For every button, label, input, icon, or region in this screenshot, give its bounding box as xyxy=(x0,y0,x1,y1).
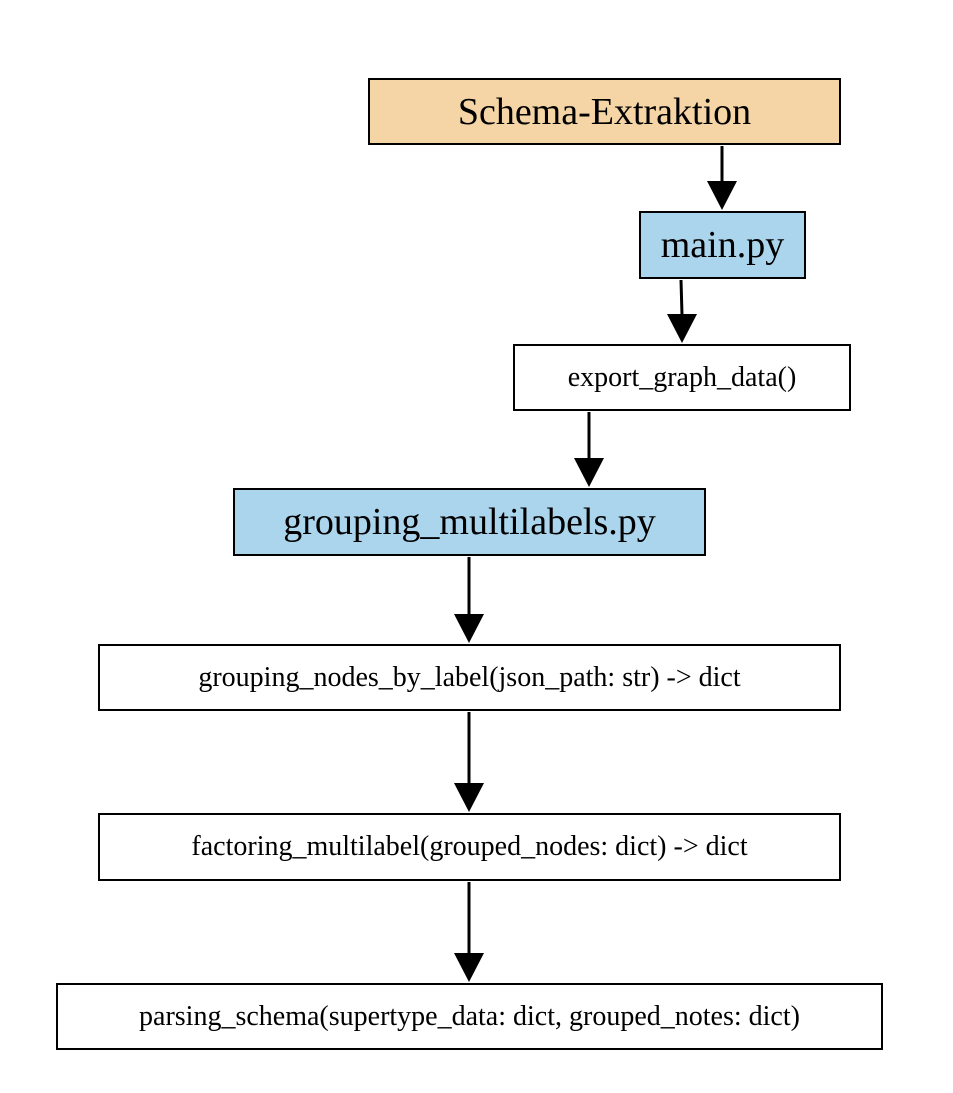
node-parsing-schema: parsing_schema(supertype_data: dict, gro… xyxy=(56,983,883,1050)
edge-grouping-nodes-to-factoring xyxy=(454,712,484,812)
node-grouping-multilabels-py: grouping_multilabels.py xyxy=(233,488,706,556)
edge-factoring-to-parsing xyxy=(454,882,484,982)
node-schema-extraktion: Schema-Extraktion xyxy=(368,78,841,145)
edge-export-to-grouping xyxy=(574,412,604,487)
node-main-py: main.py xyxy=(639,211,806,279)
node-grouping-nodes-by-label: grouping_nodes_by_label(json_path: str) … xyxy=(98,644,841,711)
edge-root-to-main xyxy=(707,146,737,210)
node-factoring-multilabel: factoring_multilabel(grouped_nodes: dict… xyxy=(98,813,841,881)
edge-main-to-export xyxy=(667,279,697,343)
node-export-graph-data: export_graph_data() xyxy=(513,344,851,411)
edge-grouping-to-grouping-nodes xyxy=(454,557,484,643)
